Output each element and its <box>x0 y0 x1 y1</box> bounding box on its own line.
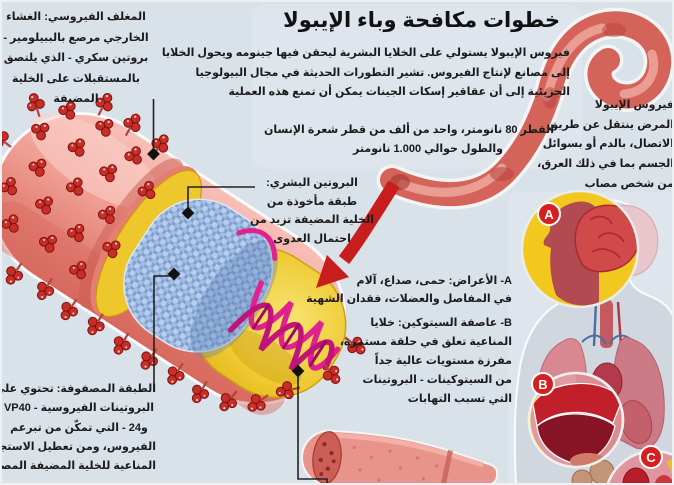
marker-b-label: B <box>538 377 547 392</box>
label-cytokine-storm-b: B- عاصفة السيتوكين: خلايا المناعية تعلق … <box>339 317 512 405</box>
diamond-nodes <box>147 147 305 378</box>
label-symptoms-a: A- الأعراض: حمى، صداع، آلام في المفاصل و… <box>306 275 512 305</box>
label-viral-envelope: المغلف الفيروسي: الغشاء الخارجي مرصع بال… <box>3 11 149 105</box>
brain <box>574 204 638 273</box>
marker-a-label: A <box>544 207 554 222</box>
page-title: خطوات مكافحة وباء الإيبولا <box>283 9 560 32</box>
virus-filament-small <box>301 429 499 483</box>
body-marker-b: B <box>531 372 555 396</box>
intro-paragraph: فيروس الإيبولا يستولي على الخلايا البشري… <box>161 47 570 98</box>
label-human-protein: البروتين البشري: طبقة مأخوذة من الخلية ا… <box>249 177 374 245</box>
infection-arrow <box>316 180 400 288</box>
label-matrix-layer: الطبقة المصفوفة: تحتوي على البروتينات ال… <box>0 383 156 473</box>
connector-rna <box>297 374 328 483</box>
virus-cross-section <box>2 51 408 467</box>
size-note: القطر 80 نانومتر، واحد من ألف من قطر شعر… <box>264 124 554 155</box>
body-marker-c: C <box>639 445 663 469</box>
connector-lines <box>152 99 328 483</box>
rna-helix <box>227 228 341 372</box>
marker-c-label: C <box>646 450 656 465</box>
human-body-illustration: A B C <box>513 189 672 483</box>
label-transmission: فيروس الإيبولا المرض ينتقل عن طريق الاتص… <box>537 99 674 190</box>
connector-matrix <box>153 275 172 392</box>
ebola-virion-worm <box>376 7 672 210</box>
body-marker-a: A <box>537 202 561 226</box>
connector-human-protein <box>187 186 255 213</box>
